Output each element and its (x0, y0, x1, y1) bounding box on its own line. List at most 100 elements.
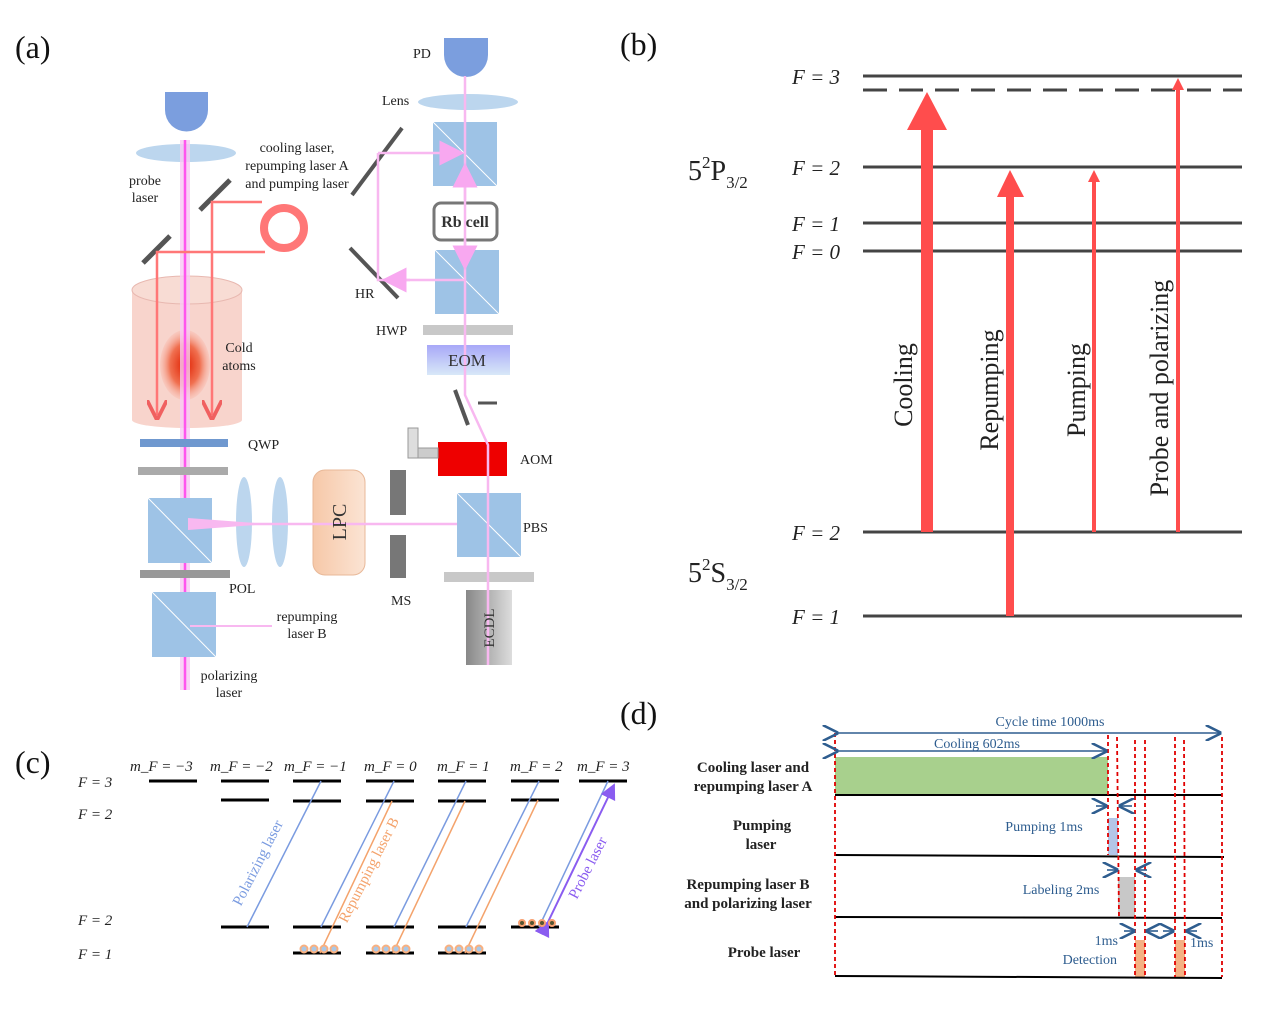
label-rb-cell: Rb cell (441, 214, 489, 231)
svg-text:repumping laser A: repumping laser A (245, 159, 349, 174)
svg-text:repumping laser A: repumping laser A (694, 779, 813, 795)
svg-text:F = 3: F = 3 (791, 65, 840, 89)
panel-c-zeeman: (c) m_F = −3 m_F = −2 m_F = −1 m_F = 0 m… (15, 744, 630, 963)
label-pbs: PBS (523, 521, 548, 536)
label-ecdl: ECDL (482, 608, 498, 647)
lpc (312, 469, 366, 576)
term-5s: 52S3/2 (688, 555, 748, 594)
duration-arrows (837, 733, 1220, 931)
probe-detector (165, 92, 208, 132)
pumping-pulse (1108, 818, 1118, 855)
hwp (423, 325, 513, 335)
panel-b-energy-levels: (b) F = 3 F = 2 F = 1 F = 0 F = 2 F = 1 … (620, 26, 1242, 629)
detection-pulse (1175, 940, 1185, 977)
label-probe-laser: probe (129, 174, 161, 189)
svg-text:F = 3: F = 3 (77, 775, 112, 791)
qwp (140, 439, 228, 447)
label-1ms-left: 1ms (1095, 934, 1118, 949)
label-pol: POL (229, 582, 255, 597)
svg-text:laser: laser (746, 837, 777, 853)
label-detection: Detection (1063, 953, 1117, 968)
label-ms: MS (391, 594, 411, 609)
svg-text:m_F = −2: m_F = −2 (210, 759, 273, 775)
ms-slit (390, 535, 406, 578)
label-labeling-time: Labeling 2ms (1023, 883, 1100, 898)
label-eom: EOM (448, 351, 486, 370)
label-lpc: LPC (329, 504, 351, 541)
svg-text:F = 1: F = 1 (791, 605, 840, 629)
label-repumping-b: repumping (277, 610, 338, 625)
label-hr: HR (355, 287, 375, 302)
fiber-coupler (260, 204, 308, 252)
panel-d-timing: (d) Cycle time 1000ms Cooling 602ms Pump… (620, 695, 1225, 979)
labeling-pulse (1118, 877, 1135, 917)
time-guides (834, 733, 1223, 978)
pumping-arrow (1092, 180, 1096, 532)
svg-text:F = 0: F = 0 (791, 240, 840, 264)
laser-path (463, 76, 490, 665)
mirror (198, 178, 232, 212)
svg-text:F = 1: F = 1 (77, 947, 112, 963)
label-cooling: Cooling (889, 343, 918, 427)
row-label-pumping: Pumping (733, 818, 792, 834)
polarizing-transitions (246, 780, 609, 928)
svg-text:and polarizing laser: and polarizing laser (684, 896, 812, 912)
label-polarizing-laser: Polarizing laser (230, 818, 287, 909)
zeeman-sublevels (149, 779, 627, 955)
photodetector (444, 38, 488, 77)
ms-slit (390, 470, 406, 515)
lens (418, 94, 518, 110)
label-pumping: Pumping (1062, 343, 1091, 437)
svg-text:F = 2: F = 2 (791, 156, 840, 180)
panel-label-d: (d) (620, 695, 657, 731)
panel-label-b: (b) (620, 26, 657, 62)
label-hwp: HWP (376, 324, 407, 339)
label-probe-polarizing: Probe and polarizing (1145, 280, 1174, 497)
label-repumping: Repumping (975, 329, 1004, 450)
cooling-beam (212, 200, 262, 415)
label-pd: PD (413, 47, 431, 62)
svg-text:m_F = 3: m_F = 3 (577, 759, 630, 775)
eom (427, 345, 510, 375)
svg-text:m_F = 2: m_F = 2 (510, 759, 563, 775)
cooling-arrow (921, 128, 933, 532)
svg-text:laser: laser (216, 686, 243, 701)
label-qwp: QWP (248, 438, 279, 453)
label-cold-atoms: Cold (225, 341, 252, 356)
svg-text:m_F = −3: m_F = −3 (130, 759, 193, 775)
mirror (141, 234, 172, 265)
svg-text:F = 1: F = 1 (791, 212, 840, 236)
svg-text:F = 2: F = 2 (791, 521, 840, 545)
svg-text:m_F = 1: m_F = 1 (437, 759, 490, 775)
detection-pulse (1135, 940, 1145, 977)
cooling-pulse (835, 757, 1108, 795)
svg-text:laser B: laser B (287, 627, 326, 642)
svg-text:m_F = 0: m_F = 0 (364, 759, 417, 775)
svg-text:F = 2: F = 2 (77, 807, 113, 823)
aom (438, 442, 507, 476)
panel-label-c: (c) (15, 744, 51, 780)
pol (140, 570, 230, 578)
label-cycle-time: Cycle time 1000ms (996, 715, 1105, 730)
label-1ms-right: 1ms (1190, 936, 1213, 951)
svg-text:atoms: atoms (222, 359, 255, 374)
row-label-repumping-polarizing: Repumping laser B (686, 877, 809, 893)
lens (272, 477, 288, 567)
svg-text:m_F = −1: m_F = −1 (284, 759, 347, 775)
label-input-lasers: cooling laser, (260, 141, 335, 156)
label-probe-laser-c: Probe laser (566, 835, 611, 902)
label-pumping-time: Pumping 1ms (1005, 820, 1082, 835)
probe-transition (534, 783, 616, 939)
row-label-cooling: Cooling laser and (697, 760, 810, 776)
label-lens: Lens (382, 94, 409, 109)
panel-label-a: (a) (15, 29, 51, 65)
label-aom: AOM (520, 453, 553, 468)
mirror (453, 389, 470, 426)
repumping-arrow (1006, 195, 1014, 616)
panel-a-setup: (a) (15, 29, 553, 701)
term-5p32: 52P3/2 (688, 153, 748, 192)
svg-text:and pumping laser: and pumping laser (245, 177, 349, 192)
svg-text:F = 2: F = 2 (77, 913, 113, 929)
svg-text:laser: laser (132, 191, 159, 206)
